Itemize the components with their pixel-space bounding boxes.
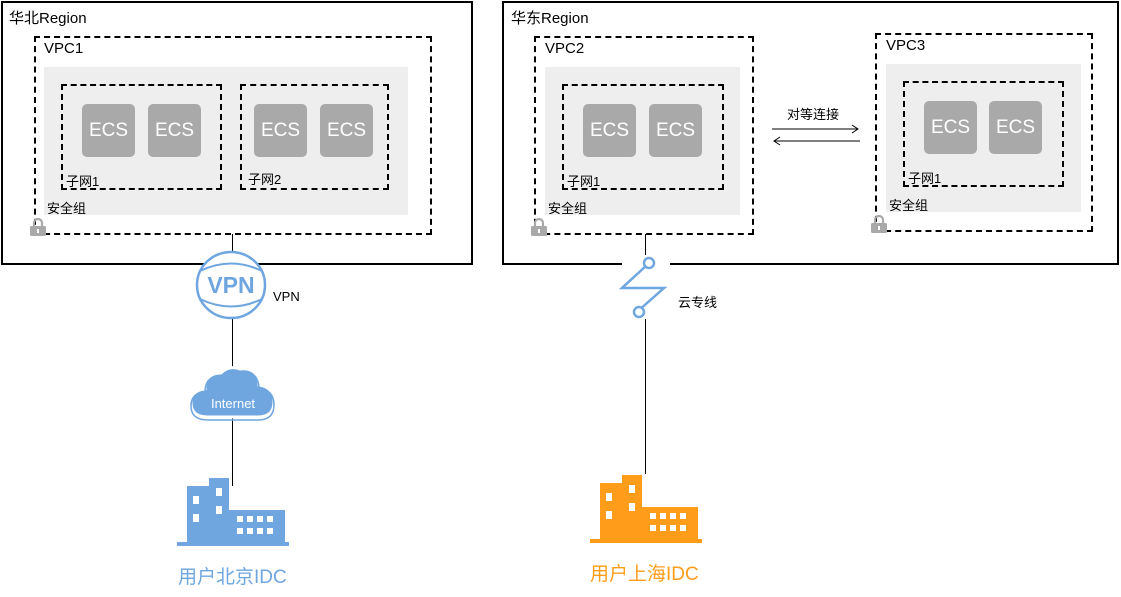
vpc1-subnet2-label: 子网2 (248, 172, 282, 187)
direct-connect-label: 云专线 (678, 295, 718, 310)
beijing-idc-label: 用户北京IDC (178, 567, 287, 588)
east-region-box (502, 1, 1119, 265)
north-region-title: 华北Region (9, 10, 87, 27)
peering-connection-label: 对等连接 (787, 107, 840, 122)
vpc2-box (534, 36, 754, 235)
vpc2-subnet1-box (562, 84, 724, 190)
peering-connection-arrows[interactable] (768, 122, 864, 148)
lock-icon (30, 217, 46, 236)
vpn-icon-text: VPN (207, 272, 254, 298)
ecs-instance[interactable]: ECS (148, 104, 201, 157)
ecs-instance[interactable]: ECS (82, 104, 135, 157)
vpc1-title: VPC1 (44, 40, 84, 57)
east-region-title: 华东Region (511, 10, 589, 27)
vpc1-subnet1-label: 子网1 (66, 174, 100, 189)
vpc1-security-group-label: 安全组 (47, 201, 87, 216)
vpn-link-line (232, 234, 233, 486)
vpc3-box (875, 33, 1093, 232)
ecs-instance[interactable]: ECS (320, 104, 373, 157)
direct-connect-icon[interactable] (614, 253, 674, 323)
ecs-instance[interactable]: ECS (649, 104, 702, 157)
vpc3-subnet1-label: 子网1 (908, 171, 942, 186)
vpc1-subnet1-box (61, 84, 222, 190)
shanghai-idc-label: 用户上海IDC (590, 564, 699, 585)
direct-connect-link-line (645, 234, 646, 474)
vpc3-security-group (886, 64, 1081, 212)
vpc2-subnet1-label: 子网1 (567, 174, 601, 189)
vpc3-subnet1-box (903, 81, 1064, 187)
vpc1-box (34, 36, 432, 235)
vpc3-security-group-label: 安全组 (889, 198, 929, 213)
ecs-instance[interactable]: ECS (583, 104, 636, 157)
internet-icon-text: Internet (211, 396, 255, 411)
vpc1-subnet2-box (240, 84, 389, 190)
beijing-idc-building-icon[interactable] (177, 474, 289, 546)
vpc2-title: VPC2 (545, 40, 585, 57)
vpn-label: VPN (273, 289, 300, 304)
vpc3-title: VPC3 (886, 37, 926, 54)
ecs-instance[interactable]: ECS (254, 104, 307, 157)
vpc2-security-group (545, 67, 740, 215)
internet-cloud-icon[interactable]: Internet (186, 363, 278, 423)
lock-icon (871, 214, 887, 233)
ecs-instance[interactable]: ECS (924, 101, 977, 154)
ecs-instance[interactable]: ECS (989, 101, 1042, 154)
shanghai-idc-building-icon[interactable] (590, 471, 702, 543)
vpn-icon[interactable]: VPN (194, 250, 268, 320)
lock-icon (531, 217, 547, 236)
vpc2-security-group-label: 安全组 (548, 201, 588, 216)
